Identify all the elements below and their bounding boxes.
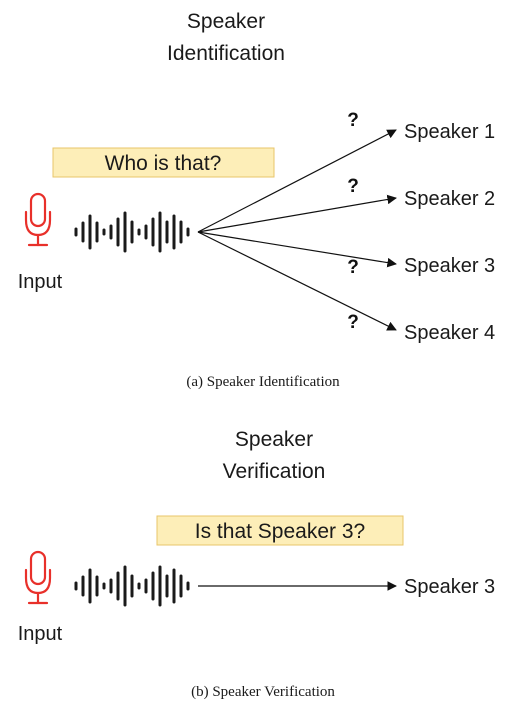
speaker-label-4: Speaker 4 bbox=[404, 322, 495, 344]
caption-b: (b) Speaker Verification bbox=[191, 684, 335, 700]
verification-title-line1: Speaker bbox=[235, 428, 313, 451]
identification-question-box bbox=[52, 147, 275, 178]
unknown-mark-2: ? bbox=[347, 176, 359, 197]
waveform-icon bbox=[74, 565, 190, 607]
identification-panel: Speaker Identification Who is that? Inpu… bbox=[18, 10, 495, 390]
identification-input-label: Input bbox=[18, 271, 63, 293]
arrow-speaker-3 bbox=[197, 231, 397, 268]
arrow-speaker-1 bbox=[197, 129, 397, 233]
unknown-mark-4: ? bbox=[347, 312, 359, 333]
identification-title-line1: Speaker bbox=[187, 10, 265, 33]
microphone-icon bbox=[24, 550, 52, 605]
speaker-label-1: Speaker 1 bbox=[404, 121, 495, 143]
verification-panel: Speaker Verification Is that Speaker 3? … bbox=[18, 428, 495, 700]
unknown-mark-1: ? bbox=[347, 110, 359, 131]
microphone-icon bbox=[24, 192, 52, 247]
caption-a: (a) Speaker Identification bbox=[186, 374, 340, 390]
speaker-label-3: Speaker 3 bbox=[404, 255, 495, 277]
identification-arrows bbox=[197, 129, 397, 331]
waveform-icon bbox=[74, 211, 190, 253]
arrow-speaker-4 bbox=[197, 231, 397, 331]
speaker-label-2: Speaker 2 bbox=[404, 188, 495, 210]
verification-title-line2: Verification bbox=[223, 460, 326, 483]
verification-input-label: Input bbox=[18, 623, 63, 645]
arrow-speaker-2 bbox=[197, 194, 397, 233]
verification-speaker-label: Speaker 3 bbox=[404, 576, 495, 598]
unknown-mark-3: ? bbox=[347, 257, 359, 278]
identification-question: Who is that? bbox=[105, 152, 222, 175]
verification-question: Is that Speaker 3? bbox=[195, 520, 365, 543]
identification-title-line2: Identification bbox=[167, 42, 285, 65]
verification-question-box bbox=[156, 515, 404, 546]
